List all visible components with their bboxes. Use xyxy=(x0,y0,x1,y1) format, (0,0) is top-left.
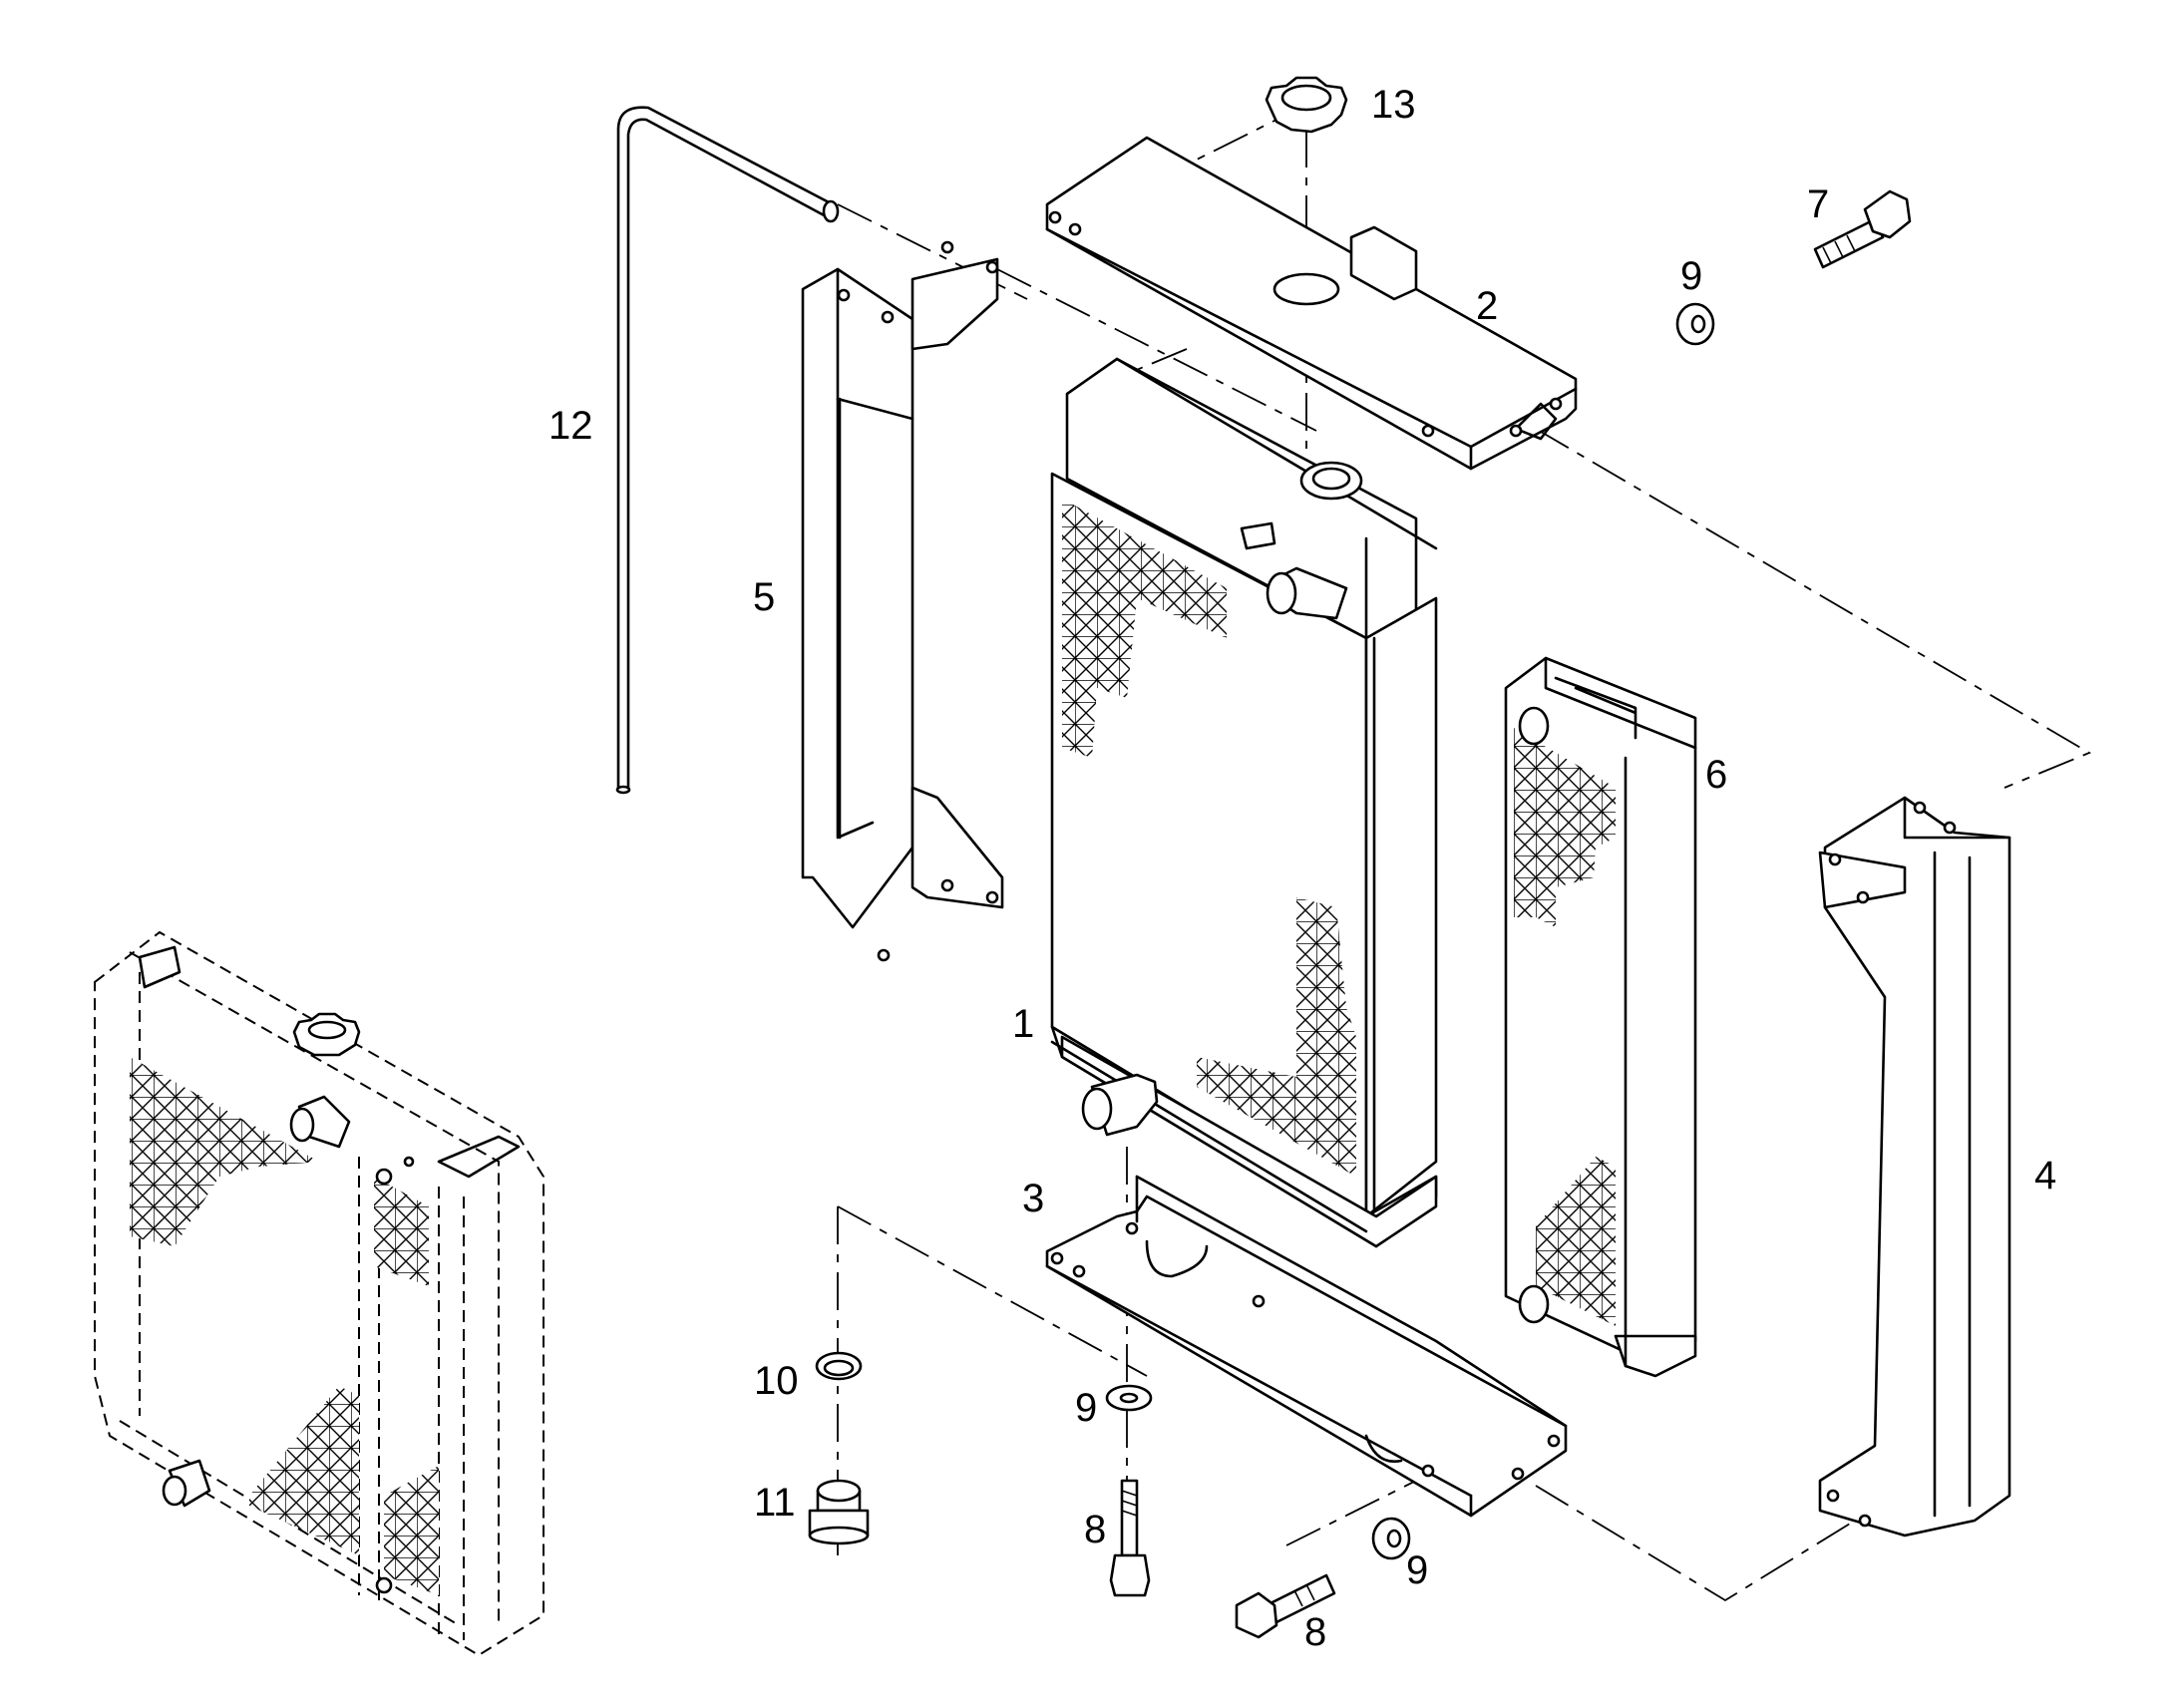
callout-9-top: 9 xyxy=(1680,254,1702,298)
part-8-bolt-vertical xyxy=(1109,1479,1151,1597)
assembled-view xyxy=(94,930,545,1657)
part-10-seal-ring xyxy=(815,1351,863,1381)
part-4-right-side-panel xyxy=(1818,796,2011,1537)
part-6-oil-cooler xyxy=(1504,656,1697,1378)
callout-labels: 1 2 3 4 5 6 7 8 8 9 9 9 10 11 12 13 xyxy=(548,83,2056,1654)
callout-13: 13 xyxy=(1371,83,1416,127)
callout-8-vertical-bolt: 8 xyxy=(1084,1508,1106,1551)
callout-10: 10 xyxy=(754,1359,799,1403)
callout-8-angled-bolt: 8 xyxy=(1304,1610,1326,1654)
callout-9-middle: 9 xyxy=(1075,1386,1097,1430)
callout-3: 3 xyxy=(1022,1177,1044,1220)
callout-5: 5 xyxy=(753,575,775,619)
part-7-bolt xyxy=(1813,189,1912,269)
part-3-bottom-bracket xyxy=(1045,1175,1568,1518)
callout-12: 12 xyxy=(548,404,593,448)
part-9-washer-bottom xyxy=(1371,1517,1411,1560)
part-12-hose xyxy=(615,106,840,795)
part-9-washer-middle xyxy=(1105,1384,1153,1412)
callout-11: 11 xyxy=(754,1481,796,1525)
part-9-washer-top xyxy=(1675,302,1715,346)
callout-1: 1 xyxy=(1012,1002,1034,1046)
part-13-filler-cap xyxy=(1265,76,1348,134)
part-5-left-side-panel xyxy=(801,240,1004,962)
callout-9-bottom: 9 xyxy=(1406,1548,1428,1592)
callout-2: 2 xyxy=(1476,284,1498,328)
part-2-top-bracket xyxy=(1045,136,1578,471)
part-8-bolt-angled xyxy=(1235,1573,1336,1639)
callout-4: 4 xyxy=(2034,1154,2056,1197)
part-1-radiator xyxy=(1050,357,1438,1248)
callout-6: 6 xyxy=(1705,753,1727,797)
callout-7: 7 xyxy=(1807,182,1829,226)
part-11-drain-plug xyxy=(808,1479,870,1545)
